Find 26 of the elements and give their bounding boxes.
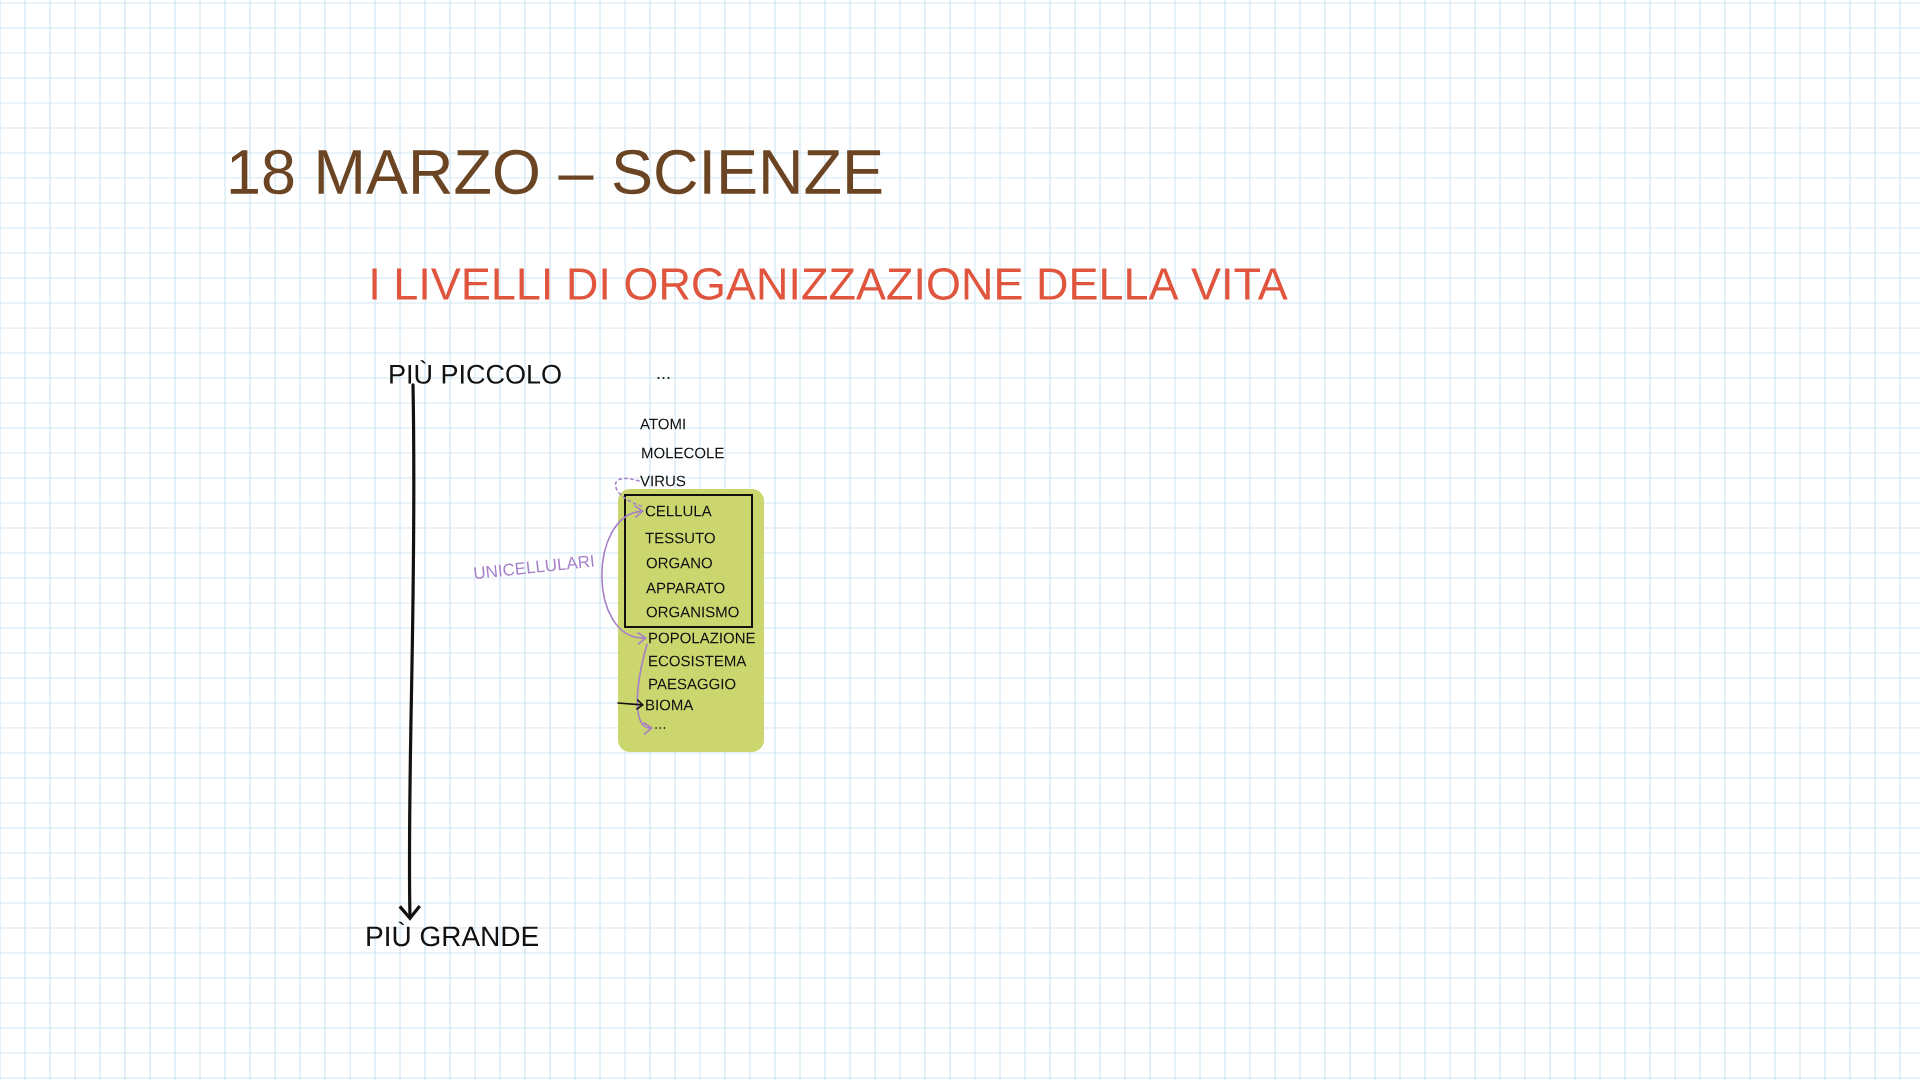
level-label: POPOLAZIONE — [649, 632, 755, 644]
level-label: TESSUTO — [645, 532, 715, 544]
curved-arrow — [601, 504, 647, 646]
level-label: MOLECOLE — [642, 447, 724, 459]
outline-box — [624, 494, 753, 628]
level-label: ORGANISMO — [646, 606, 739, 618]
level-label: BIOMA — [646, 699, 694, 711]
level-label: ORGANO — [646, 557, 712, 569]
level-label: ECOSISTEMA — [649, 655, 747, 667]
dotted-line — [614, 477, 645, 508]
scale-arrow — [398, 383, 421, 921]
level-label: PAESAGGIO — [649, 678, 736, 690]
edge-label: UNICELLULARI — [474, 554, 594, 579]
level-label: APPARATO — [646, 582, 725, 594]
highlighter-band — [618, 489, 764, 752]
ellipsis: ... — [657, 377, 670, 379]
ellipsis: ... — [655, 727, 666, 729]
arrow — [636, 643, 653, 736]
level-label: ATOMI — [640, 418, 685, 430]
level-label: CELLULA — [645, 505, 712, 517]
arrow — [617, 698, 644, 711]
level-label: VIRUS — [640, 475, 686, 487]
title: 18 MARZO – SCIENZE — [230, 149, 882, 195]
subtitle: I LIVELLI DI ORGANIZZAZIONE DELLA VITA — [372, 268, 1288, 300]
scale-label: PIÙ GRANDE — [367, 921, 538, 947]
scale-label: PIÙ PICCOLO — [390, 360, 561, 384]
